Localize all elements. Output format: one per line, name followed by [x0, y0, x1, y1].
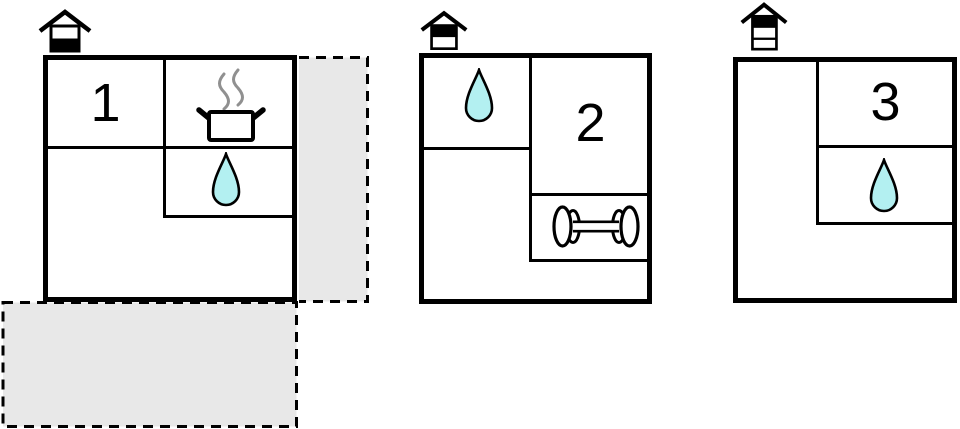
- unit-2-number-room: 2: [532, 56, 649, 190]
- house-third-floor-icon: [740, 2, 788, 51]
- unit-2-fitness-wall-top: [529, 193, 652, 196]
- unit-3-label: 3: [870, 71, 901, 132]
- unit-2-fitness-wall-bottom: [529, 259, 652, 262]
- unit-2-bathroom-wall: [419, 147, 532, 150]
- unit-3-wall-horizontal: [816, 145, 957, 148]
- unit-1-label: 1: [90, 73, 121, 133]
- terrace-right: [299, 56, 369, 303]
- unit-1-bathroom-wall: [163, 215, 297, 218]
- unit-3-outline: [733, 57, 957, 303]
- unit-1-wall-vertical: [163, 55, 166, 218]
- house-ground-floor-icon: [38, 9, 92, 53]
- terrace-bottom: [1, 301, 298, 428]
- unit-3-bathroom-wall: [816, 222, 957, 225]
- unit-2-wall-vertical: [529, 53, 532, 262]
- water-drop-icon: [211, 152, 241, 207]
- water-drop-icon: [869, 158, 899, 213]
- unit-3-wall-vertical: [816, 57, 819, 225]
- unit-2-label: 2: [575, 93, 606, 153]
- unit-2-outline: [419, 53, 652, 304]
- unit-1-outline: [43, 55, 297, 302]
- cooking-pot-icon: [196, 68, 266, 142]
- water-drop-icon: [464, 68, 494, 123]
- house-upper-floor-icon: [420, 10, 468, 50]
- unit-3-number-room: 3: [819, 60, 952, 143]
- dumbbell-icon: [552, 205, 640, 248]
- unit-1-number-room: 1: [48, 60, 163, 146]
- unit-1-wall-horizontal: [43, 146, 297, 149]
